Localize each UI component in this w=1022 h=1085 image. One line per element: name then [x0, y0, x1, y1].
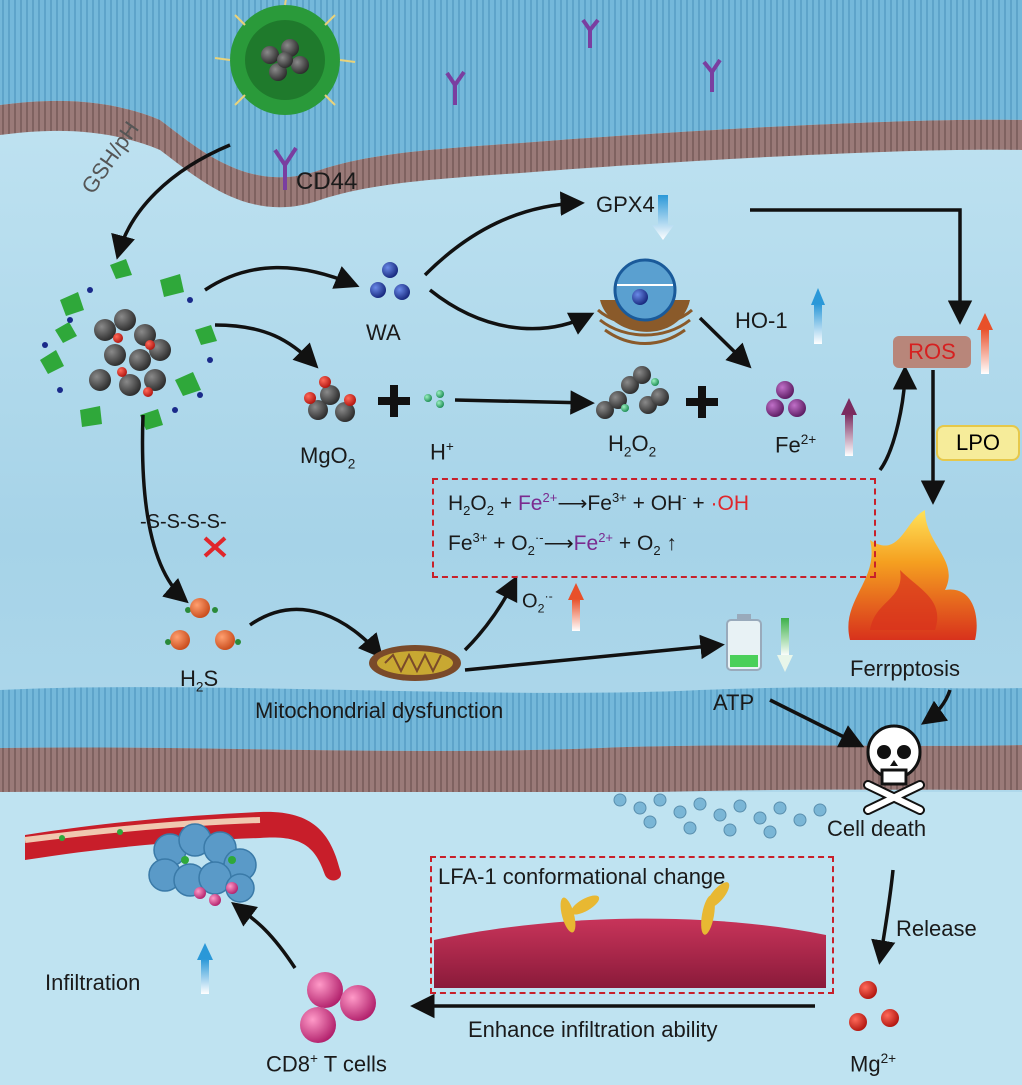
lpo-label: LPO — [955, 430, 1001, 455]
cd8-t-cells-icon — [300, 972, 376, 1043]
h-plus-icon — [424, 390, 444, 408]
ho1-enzyme-icon — [596, 258, 694, 345]
ho1-label: HO-1 — [735, 308, 788, 333]
mg2-label: Mg2+ — [850, 1051, 897, 1077]
h2o2-molecule-icon — [596, 366, 669, 419]
equation-haber-weiss: Fe3+ + O2·-⟶Fe2+ + O2 ↑ — [448, 530, 677, 559]
enhance-infiltration-label: Enhance infiltration ability — [468, 1017, 718, 1042]
lpo-box: LPO — [936, 425, 1020, 461]
h2o2-label: H2O2 — [608, 431, 657, 460]
dissociated-nanoparticle-icon — [40, 259, 217, 430]
h2s-label: H2S — [180, 666, 219, 695]
pathway-arrows — [111, 143, 973, 1019]
ferroptosis-fire-icon — [848, 510, 977, 640]
infiltration-label: Infiltration — [45, 970, 141, 995]
mgo2-label: MgO2 — [300, 443, 356, 472]
h2s-molecule-icon — [165, 598, 241, 650]
superoxide-label: O2·- — [522, 589, 553, 616]
cd44-label: CD44 — [296, 168, 358, 195]
mg2-ion-icon — [849, 981, 899, 1031]
wa-label: WA — [366, 320, 401, 345]
plus-icon — [378, 385, 410, 417]
gpx4-label: GPX4 — [596, 192, 655, 217]
cd44-receptor-icon — [273, 18, 722, 190]
lfa1-label: LFA-1 conformational change — [438, 864, 726, 889]
ros-label: ROS — [908, 339, 956, 364]
plus-icon-2 — [686, 386, 718, 418]
atp-battery-icon — [726, 614, 762, 671]
lfa1-illustration — [434, 882, 826, 988]
cd8-t-cells-label: CD8+ T cells — [266, 1051, 387, 1077]
mitochondrion-icon — [369, 645, 461, 681]
cell-death-label: Cell death — [827, 816, 927, 841]
fe2-ion-icon — [766, 381, 806, 417]
skull-icon — [863, 724, 925, 815]
nanoparticle-icon — [214, 0, 356, 115]
atp-label: ATP — [713, 690, 755, 715]
mgo2-molecule-icon — [304, 376, 356, 422]
fe2-label: Fe2+ — [775, 432, 817, 458]
regulation-arrows — [197, 195, 993, 994]
mitochondrial-dysfunction-label: Mitochondrial dysfunction — [255, 698, 504, 723]
ros-box: ROS — [893, 336, 971, 368]
blocked-x-icon — [203, 536, 227, 558]
lfa1-box — [430, 856, 834, 994]
h-plus-label: H+ — [430, 439, 454, 465]
reaction-box — [432, 478, 876, 578]
equation-fenton: H2O2 + Fe2+⟶Fe3+ + OH- + ·OH — [448, 490, 749, 519]
polysulfide-label: -S-S-S-S- — [140, 511, 227, 533]
wa-molecule-icon — [370, 262, 410, 300]
ferroptosis-label: Ferrpptosis — [850, 656, 961, 681]
release-label: Release — [896, 916, 977, 941]
blood-vessel-tumor-icon — [24, 811, 342, 906]
